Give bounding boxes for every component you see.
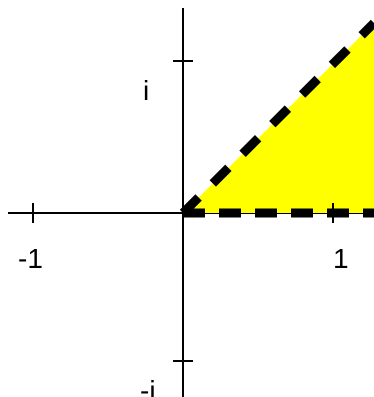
tick-label-y-pos-i: i <box>143 75 149 106</box>
axis-ticks <box>32 60 334 362</box>
tick-label-y-neg-i: -i <box>140 375 156 397</box>
tick-label-x-pos-1: 1 <box>333 243 349 274</box>
tick-label-x-neg-1: -1 <box>18 243 43 274</box>
dashed-boundary-ray-diagonal <box>179 19 374 217</box>
